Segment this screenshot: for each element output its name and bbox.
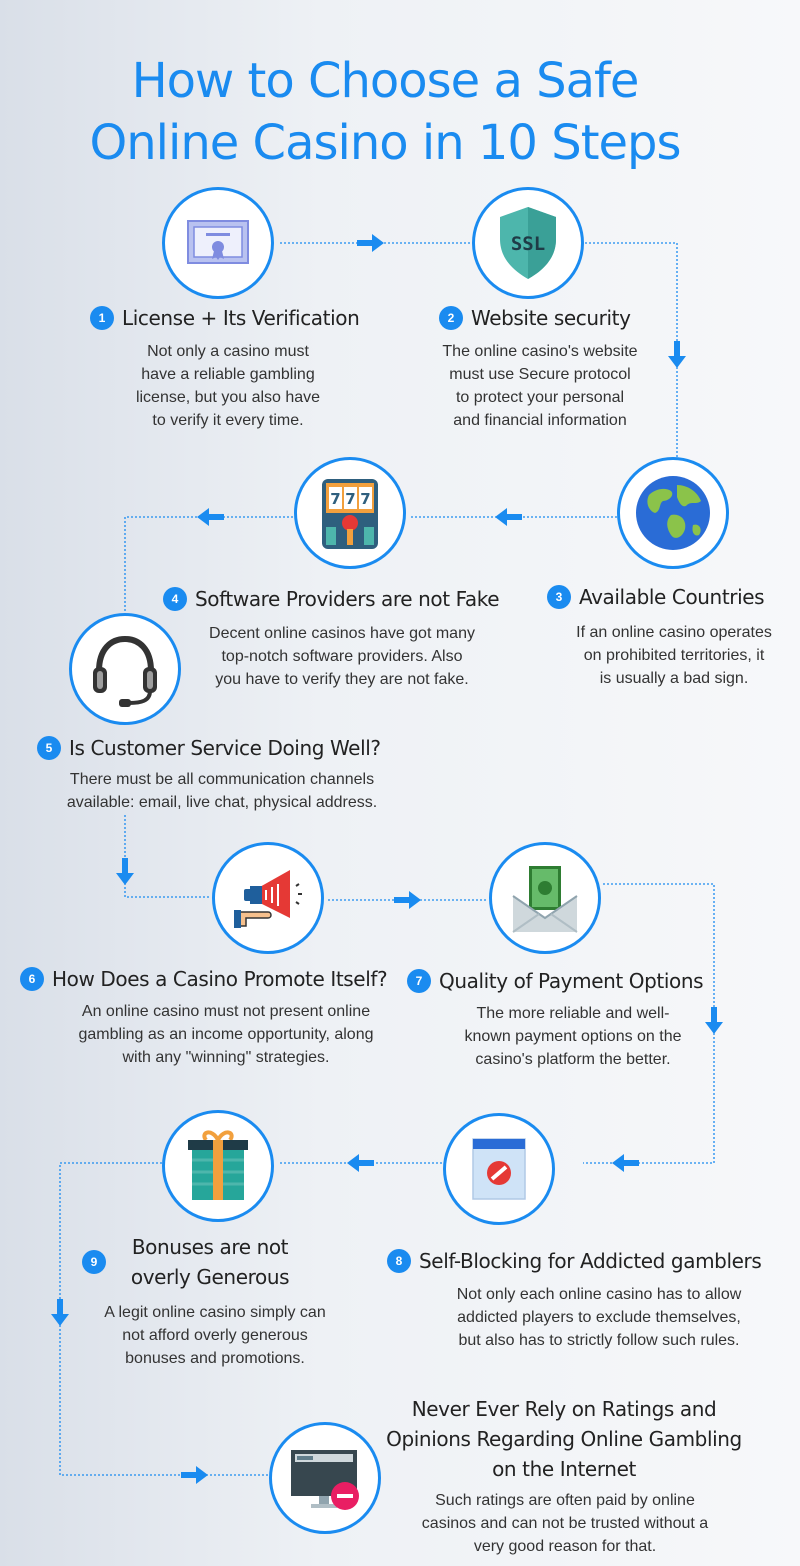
step-number-badge: 9	[82, 1250, 106, 1274]
step-4-title: 4 Software Providers are not Fake	[163, 587, 500, 611]
step-10-circle	[269, 1422, 381, 1534]
arrow-down-2	[668, 341, 686, 368]
step-7-description: The more reliable and well-known payment…	[464, 1005, 682, 1068]
arrow-down-5	[116, 858, 134, 885]
svg-text:SSL: SSL	[511, 233, 545, 255]
step-5-circle	[69, 613, 181, 725]
arrow-left-4	[197, 508, 224, 526]
step-6-title: 6 How Does a Casino Promote Itself?	[20, 967, 388, 991]
svg-text:7: 7	[360, 490, 370, 508]
svg-text:7: 7	[330, 490, 340, 508]
megaphone-icon	[234, 870, 302, 928]
arrow-right-11	[181, 1466, 208, 1484]
step-8-description: Not only each online casino has to allow…	[456, 1286, 742, 1349]
arrow-right-1	[357, 234, 384, 252]
step-5-description: There must be all communication channels…	[66, 771, 378, 811]
step-number-badge: 8	[387, 1249, 411, 1273]
step-7-title: 7 Quality of Payment Options	[407, 969, 704, 993]
slot-machine-icon: 7 7 7	[322, 479, 378, 549]
certificate-icon	[187, 220, 249, 264]
step-1-title: 1 License + Its Verification	[90, 306, 360, 330]
step-2-title: 2 Website security	[439, 306, 631, 330]
step-number-badge: 5	[37, 736, 61, 760]
step-3-title: 3 Available Countries	[547, 585, 765, 609]
money-envelope-icon	[512, 866, 578, 933]
globe-icon	[636, 476, 710, 550]
gift-icon	[188, 1130, 248, 1200]
page-title: How to Choose a Safe Online Casino in 10…	[89, 53, 681, 172]
arrow-left-3	[495, 508, 522, 526]
step-number-badge: 3	[547, 585, 571, 609]
headset-icon	[93, 635, 157, 707]
step-number-badge: 1	[90, 306, 114, 330]
ssl-shield-icon: SSL	[500, 207, 556, 279]
step-6-description: An online casino must not present online…	[78, 1003, 374, 1066]
step-number-badge: 7	[407, 969, 431, 993]
step-4-circle: 7 7 7	[294, 457, 406, 569]
monitor-minus-icon	[291, 1450, 359, 1510]
blocked-window-icon	[472, 1138, 526, 1200]
step-8-title: 8 Self-Blocking for Addicted gamblers	[387, 1249, 762, 1273]
svg-text:7: 7	[345, 490, 355, 508]
step-7-circle	[489, 842, 601, 954]
step-number-badge: 4	[163, 587, 187, 611]
step-9-circle	[162, 1110, 274, 1222]
step-5-title: 5 Is Customer Service Doing Well?	[37, 736, 381, 760]
step-number-badge: 2	[439, 306, 463, 330]
arrow-down-10	[51, 1299, 69, 1326]
arrow-left-8	[612, 1154, 639, 1172]
step-3-circle	[617, 457, 729, 569]
arrow-left-9	[347, 1154, 374, 1172]
step-8-circle	[443, 1113, 555, 1225]
step-6-circle	[212, 842, 324, 954]
arrow-right-6	[394, 891, 421, 909]
step-2-circle: SSL	[472, 187, 584, 299]
arrow-down-7	[705, 1007, 723, 1034]
step-number-badge: 6	[20, 967, 44, 991]
step-1-circle	[162, 187, 274, 299]
